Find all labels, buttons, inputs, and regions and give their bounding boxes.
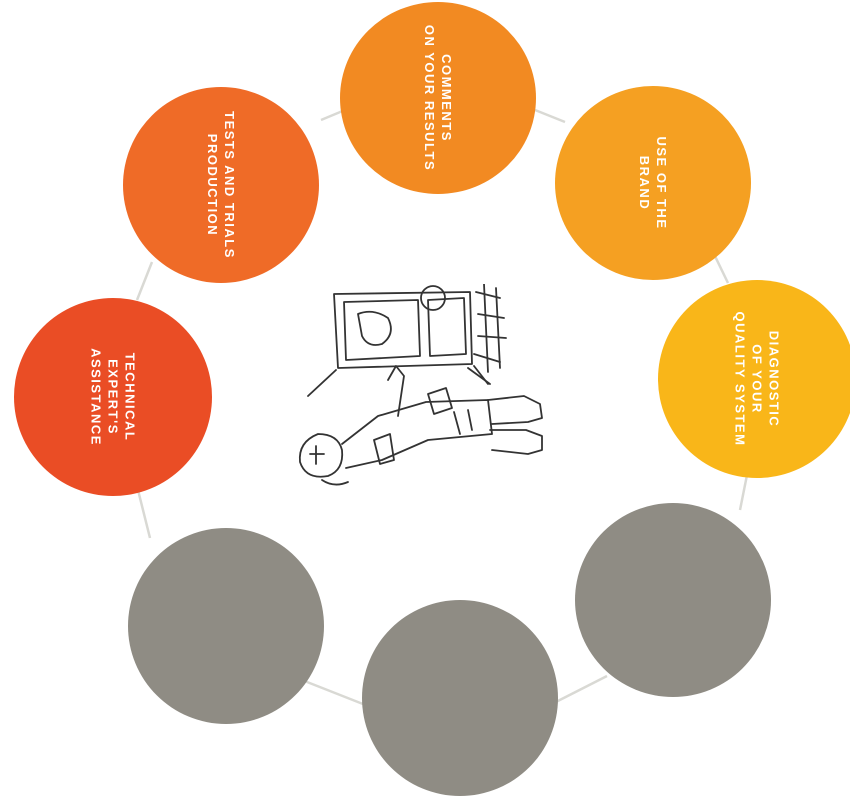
service-node-diagnostic[interactable]: DIAGNOSTIC OF YOUR QUALITY SYSTEM <box>658 280 850 478</box>
service-node-technical-assistance[interactable]: TECHNICAL EXPERT'S ASSISTANCE <box>14 298 212 496</box>
service-label-comments: COMMENTS ON YOUR RESULTS <box>421 13 455 183</box>
service-node-tests-trials[interactable]: TESTS AND TRIALS PRODUCTION <box>123 87 319 283</box>
service-node-comments[interactable]: COMMENTS ON YOUR RESULTS <box>340 2 536 194</box>
service-node-empty-3[interactable] <box>362 600 558 796</box>
technician-at-window-icon <box>278 284 558 504</box>
service-node-brand[interactable]: USE OF THE BRAND <box>555 86 751 280</box>
service-label-technical-assistance: TECHNICAL EXPERT'S ASSISTANCE <box>88 312 139 482</box>
service-node-empty-2[interactable] <box>128 528 324 724</box>
service-label-brand: USE OF THE BRAND <box>636 98 670 268</box>
service-label-diagnostic: DIAGNOSTIC OF YOUR QUALITY SYSTEM <box>732 294 783 464</box>
service-node-empty-1[interactable] <box>575 503 771 697</box>
service-label-tests-trials: TESTS AND TRIALS PRODUCTION <box>204 100 238 270</box>
